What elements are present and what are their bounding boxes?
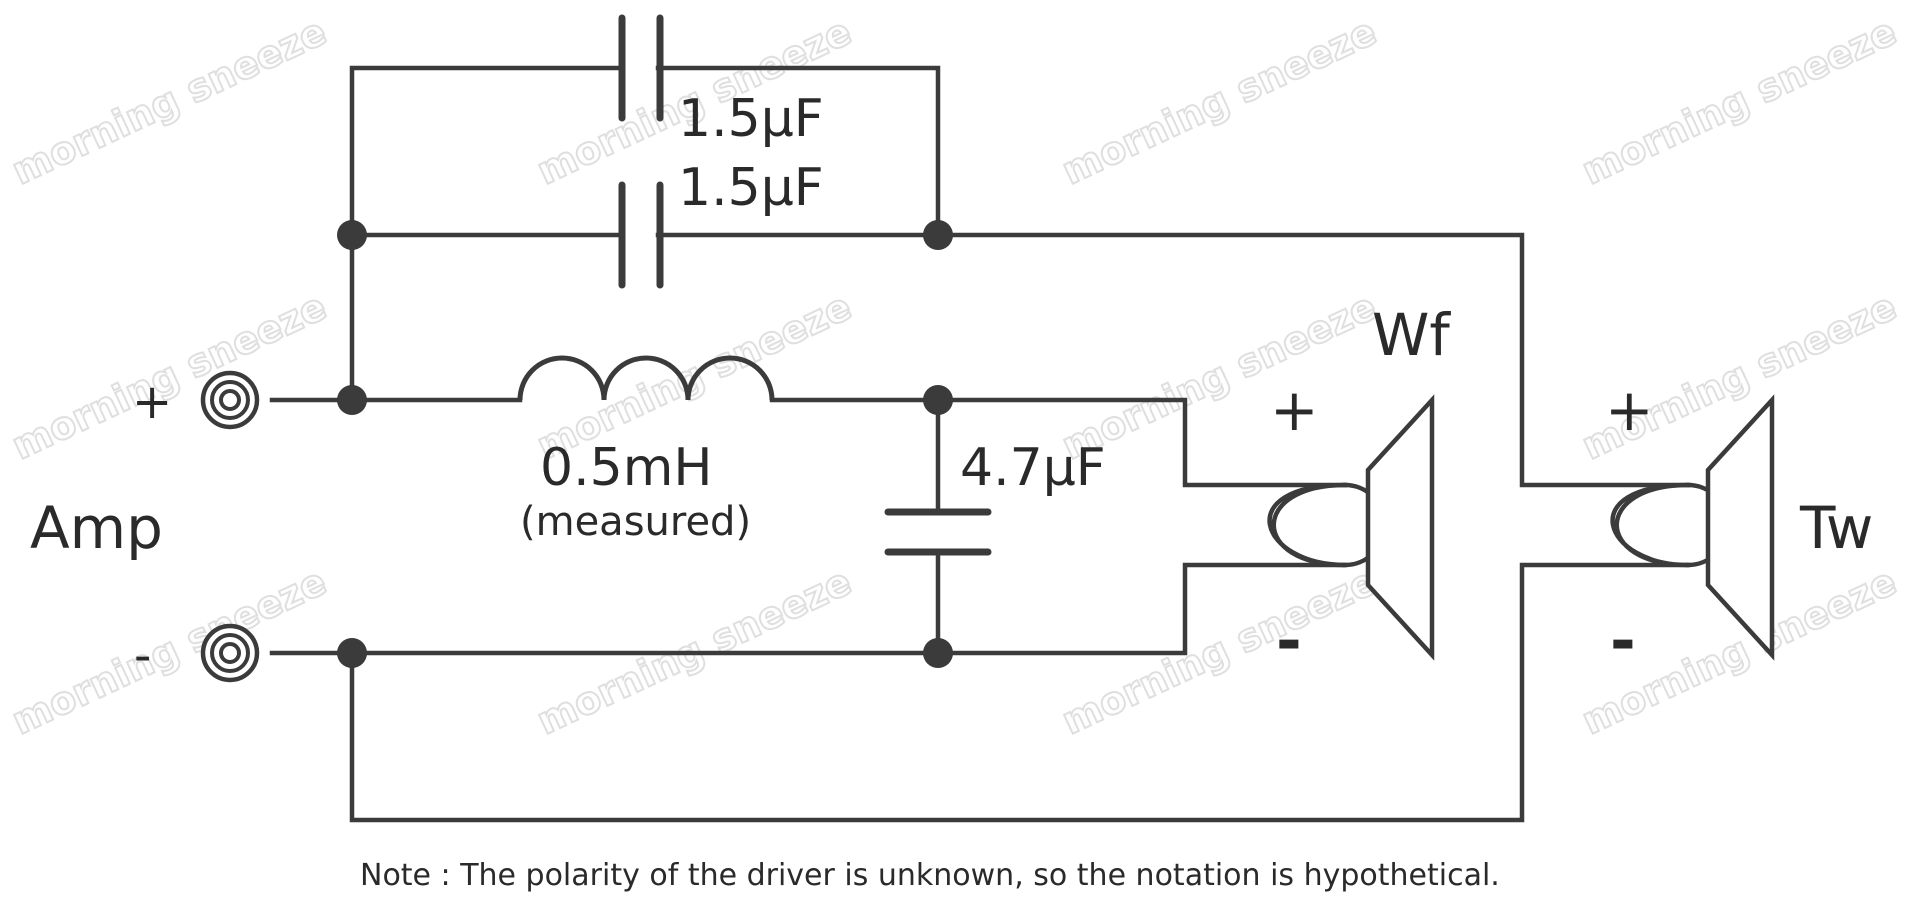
cap-top-label: 1.5μF [678, 89, 824, 149]
junction-dots [337, 220, 953, 668]
watermark-4: morning sneeze [1575, 9, 1903, 193]
capacitor-top [618, 14, 664, 122]
tweeter-speaker-icon [1610, 394, 1775, 661]
woofer-label: Wf [1372, 301, 1451, 369]
shunt-cap-label: 4.7μF [960, 438, 1106, 498]
wiring [269, 65, 1691, 823]
amp-plus-sign: + [132, 374, 172, 430]
wire-second-cap [349, 232, 1691, 488]
tweeter-label: Tw [1799, 494, 1873, 562]
watermark-3: morning sneeze [1055, 9, 1383, 193]
polarity-note: Note : The polarity of the driver is unk… [360, 858, 1500, 893]
woofer-plus-sign: + [1270, 376, 1319, 444]
capacitor-shunt [884, 508, 992, 556]
woofer-speaker-icon [1267, 394, 1435, 661]
amp-terminal-minus [200, 623, 260, 683]
capacitor-second [618, 181, 664, 289]
amp-label: Amp [30, 494, 163, 562]
tweeter-minus-sign: - [1610, 604, 1636, 677]
amp-minus-sign: - [134, 628, 151, 684]
cap-bottom-label: 1.5μF [678, 158, 824, 218]
wire-amp-minus [269, 562, 1348, 656]
wire-tweeter-return [349, 562, 1691, 823]
watermark-1: morning sneeze [5, 9, 333, 193]
inductor-note-label: (measured) [520, 499, 751, 545]
tweeter-plus-sign: + [1605, 376, 1654, 444]
amp-terminal-plus [200, 370, 260, 430]
wire-top-loop [349, 65, 941, 403]
wire-amp-plus [269, 397, 1348, 488]
inductor-coil [517, 355, 775, 401]
woofer-minus-sign: - [1276, 604, 1302, 677]
inductor-value-label: 0.5mH [540, 438, 712, 498]
